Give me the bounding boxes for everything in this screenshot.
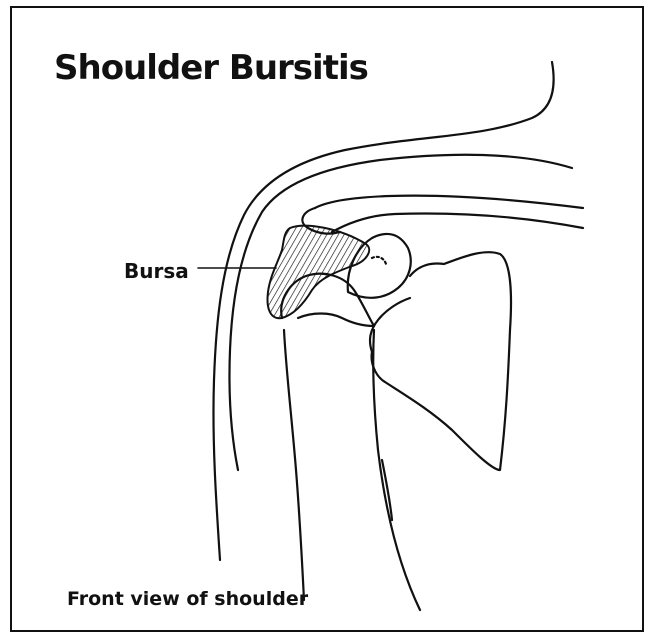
humerus-neck bbox=[298, 314, 374, 327]
scapula bbox=[372, 252, 511, 470]
figure-caption: Front view of shoulder bbox=[67, 588, 308, 610]
bursa bbox=[268, 226, 370, 319]
humerus-right-edge bbox=[373, 330, 420, 610]
clavicle-lower-edge bbox=[332, 214, 583, 232]
bursa-label: Bursa bbox=[124, 259, 189, 283]
figure-title: Shoulder Bursitis bbox=[54, 48, 368, 88]
coracoid-detail bbox=[372, 257, 386, 264]
glenoid-rim bbox=[370, 298, 410, 352]
humerus-left-edge bbox=[284, 330, 304, 600]
clavicle bbox=[315, 196, 583, 208]
